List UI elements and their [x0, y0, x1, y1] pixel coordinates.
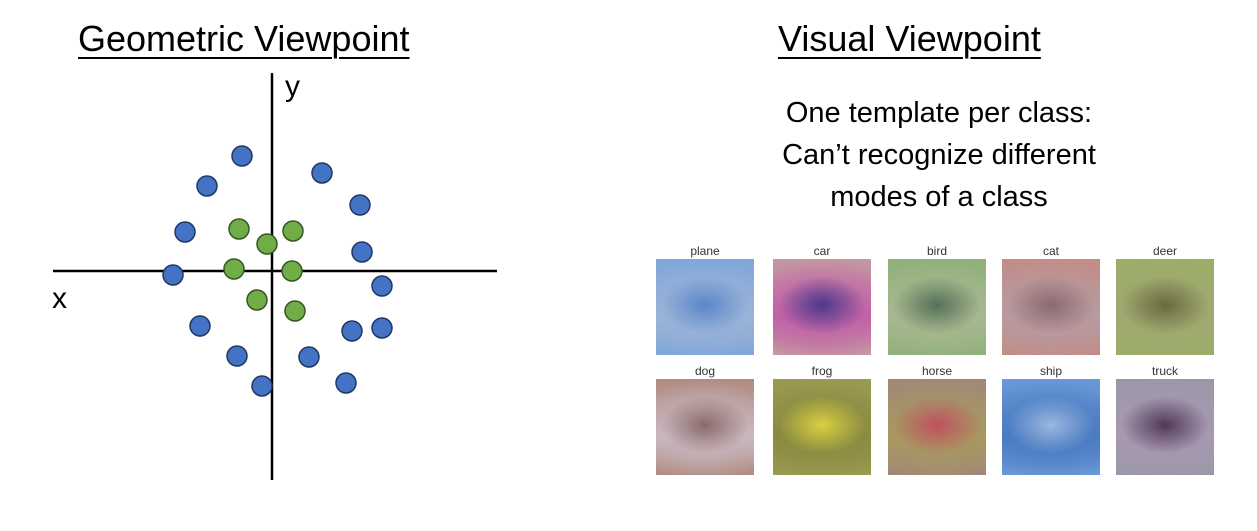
- template-bird: bird: [888, 243, 986, 355]
- points-layer: [162, 145, 393, 397]
- blue-point: [231, 145, 253, 167]
- template-horse: horse: [888, 363, 986, 475]
- template-truck: truck: [1116, 363, 1214, 475]
- blue-point: [341, 320, 363, 342]
- template-label: car: [813, 244, 831, 258]
- blue-point: [298, 346, 320, 368]
- x-axis-label: x: [52, 282, 67, 315]
- blue-point: [162, 264, 184, 286]
- template-dog: dog: [656, 363, 754, 475]
- template-label: ship: [1039, 364, 1062, 378]
- blue-point: [251, 375, 273, 397]
- template-label: deer: [1152, 244, 1178, 258]
- blue-point: [371, 275, 393, 297]
- template-image: [1002, 379, 1100, 475]
- template-label: dog: [694, 364, 716, 378]
- class-templates-grid: plane car bird cat deer dog frog horse ship truck: [656, 243, 1226, 483]
- template-label: truck: [1151, 364, 1178, 378]
- template-image: [1116, 259, 1214, 355]
- template-deer: deer: [1116, 243, 1214, 355]
- visual-viewpoint-title: Visual Viewpoint: [778, 18, 1041, 59]
- template-image: [888, 259, 986, 355]
- template-label: plane: [690, 244, 720, 258]
- template-cat: cat: [1002, 243, 1100, 355]
- template-label: horse: [921, 364, 953, 378]
- blue-point: [196, 175, 218, 197]
- geometric-viewpoint-title: Geometric Viewpoint: [78, 18, 410, 59]
- template-image: [656, 379, 754, 475]
- template-image: [888, 379, 986, 475]
- caption-line: modes of a class: [830, 181, 1048, 213]
- blue-point: [311, 162, 333, 184]
- template-image: [1116, 379, 1214, 475]
- template-label: bird: [926, 244, 947, 258]
- template-image: [773, 379, 871, 475]
- caption-line: One template per class:: [785, 97, 1093, 129]
- template-image: [1002, 259, 1100, 355]
- blue-point: [349, 194, 371, 216]
- blue-point: [174, 221, 196, 243]
- blue-point: [189, 315, 211, 337]
- template-plane: plane: [656, 243, 754, 355]
- template-image: [773, 259, 871, 355]
- caption-line: Can’t recognize different: [782, 139, 1096, 171]
- green-point: [282, 220, 304, 242]
- blue-point: [335, 372, 357, 394]
- green-point: [228, 218, 250, 240]
- geometric-scatter-plot: [53, 73, 497, 480]
- green-point: [246, 289, 268, 311]
- template-label: cat: [1042, 244, 1059, 258]
- visual-viewpoint-caption: One template per class: Can’t recognize …: [700, 92, 1178, 218]
- template-ship: ship: [1002, 363, 1100, 475]
- template-label: frog: [811, 364, 833, 378]
- template-car: car: [773, 243, 871, 355]
- green-point: [281, 260, 303, 282]
- blue-point: [226, 345, 248, 367]
- y-axis-label: y: [285, 70, 300, 103]
- green-point: [223, 258, 245, 280]
- template-frog: frog: [773, 363, 871, 475]
- green-point: [256, 233, 278, 255]
- blue-point: [371, 317, 393, 339]
- green-point: [284, 300, 306, 322]
- template-image: [656, 259, 754, 355]
- blue-point: [351, 241, 373, 263]
